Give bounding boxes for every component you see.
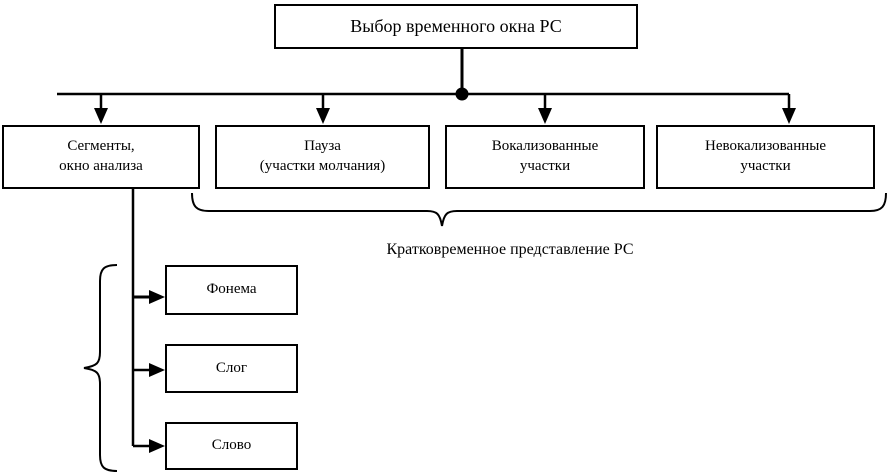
node-phoneme[interactable]: Фонема	[165, 265, 298, 315]
node-time-window-selection[interactable]: Выбор временного окна РС	[274, 4, 638, 49]
node-label: Слог	[215, 359, 248, 376]
node-voiced-regions[interactable]: Вокализованные участки	[445, 125, 645, 189]
branch-arrow-segments	[94, 94, 108, 124]
branch-arrow-pause	[316, 94, 330, 124]
node-label: Пауза (участки молчания)	[259, 138, 386, 174]
group-caption-short-term-representation: Кратковременное представление РС	[386, 241, 634, 258]
node-label: Выбор временного окна РС	[350, 15, 562, 36]
branch-arrow-unvoiced	[782, 94, 796, 124]
branch-arrow-voiced	[538, 94, 552, 124]
arrow-to-syllable	[133, 363, 165, 377]
node-label: Вокализованные участки	[491, 138, 599, 174]
node-unvoiced-regions[interactable]: Невокализованные участки	[656, 125, 875, 189]
arrow-to-phoneme	[133, 290, 165, 304]
node-label: Фонема	[206, 281, 257, 298]
junction-dot	[455, 87, 469, 101]
node-label: Невокализованные участки	[704, 138, 826, 174]
group-brace-horizontal	[191, 192, 887, 227]
node-label: Сегменты, окно анализа	[59, 138, 143, 174]
node-label: Слово	[211, 437, 252, 454]
node-word[interactable]: Слово	[165, 422, 298, 470]
node-pause-silence-regions[interactable]: Пауза (участки молчания)	[215, 125, 430, 189]
units-brace-vertical	[83, 264, 118, 472]
node-segments-analysis-window[interactable]: Сегменты, окно анализа	[2, 125, 200, 189]
node-syllable[interactable]: Слог	[165, 344, 298, 393]
arrow-to-word	[133, 439, 165, 453]
